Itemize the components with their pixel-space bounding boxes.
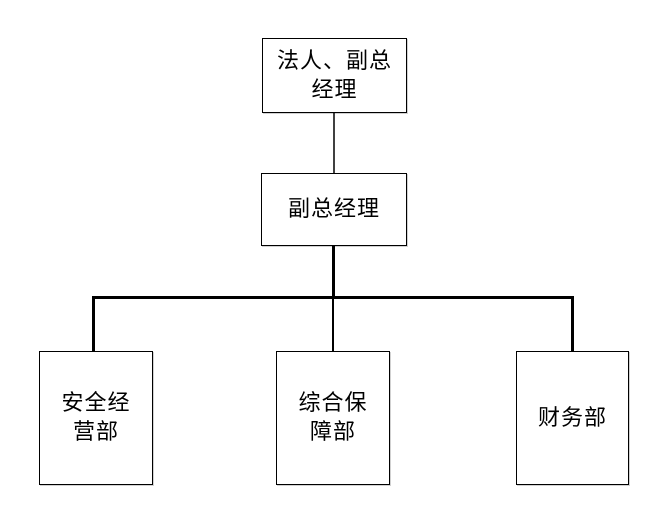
connector-drop-finance-dept bbox=[571, 296, 574, 352]
connector-root-to-deputy bbox=[333, 113, 335, 173]
org-node-legal-person-deputy-gm: 法人、副总 经理 bbox=[262, 38, 407, 113]
org-node-deputy-gm: 副总经理 bbox=[261, 173, 407, 246]
connector-drop-support-dept bbox=[332, 296, 334, 352]
connector-deputy-stem bbox=[332, 246, 335, 299]
org-node-safety-operations-dept: 安全经 营部 bbox=[39, 351, 153, 485]
org-node-label: 副总经理 bbox=[287, 196, 380, 222]
org-node-label: 综合保 障部 bbox=[298, 390, 368, 444]
org-node-label: 财务部 bbox=[537, 404, 607, 430]
org-node-label: 安全经 营部 bbox=[61, 390, 131, 444]
connector-drop-safety-dept bbox=[92, 296, 95, 352]
org-node-comprehensive-support-dept: 综合保 障部 bbox=[276, 351, 390, 485]
org-node-finance-dept: 财务部 bbox=[516, 351, 629, 485]
org-node-label: 法人、副总 经理 bbox=[276, 47, 392, 102]
